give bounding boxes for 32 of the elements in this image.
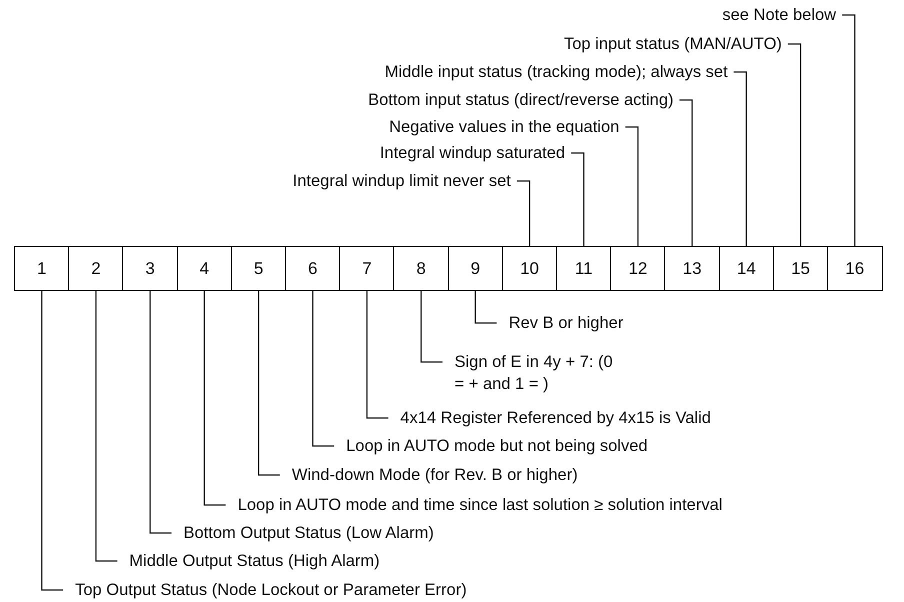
- leader-line: [734, 71, 747, 246]
- leader-line: [788, 43, 802, 246]
- leader-line: [571, 152, 584, 246]
- bit-cell: 14: [718, 246, 774, 291]
- leader-line: [258, 291, 280, 476]
- leader-line: [625, 126, 639, 246]
- leader-line: [366, 291, 388, 419]
- leader-line: [95, 291, 118, 562]
- bit-cell: 10: [502, 246, 558, 291]
- bit-cell: 15: [772, 246, 828, 291]
- bit-cell: 12: [610, 246, 666, 291]
- leader-line: [842, 14, 856, 246]
- bit-cell: 8: [393, 246, 449, 291]
- bit-cell: 5: [230, 246, 286, 291]
- bit-cell: 3: [122, 246, 178, 291]
- leader-line: [516, 180, 530, 246]
- bit-cell: 7: [339, 246, 395, 291]
- leader-line: [420, 291, 442, 363]
- bit-cell: 1: [14, 246, 70, 291]
- leader-line: [204, 291, 226, 506]
- leader-line: [312, 291, 334, 447]
- bit-cell: 2: [68, 246, 124, 291]
- leader-line: [150, 291, 172, 534]
- bit-cell: 6: [285, 246, 340, 291]
- leader-line: [41, 291, 64, 591]
- bit-cell: 4: [176, 246, 232, 291]
- bit-cell: 11: [556, 246, 612, 291]
- bit-cell: 13: [664, 246, 720, 291]
- bit-cell: 16: [827, 246, 882, 291]
- leader-line: [680, 99, 693, 246]
- bit-cell: 9: [448, 246, 504, 291]
- leader-line: [474, 291, 497, 324]
